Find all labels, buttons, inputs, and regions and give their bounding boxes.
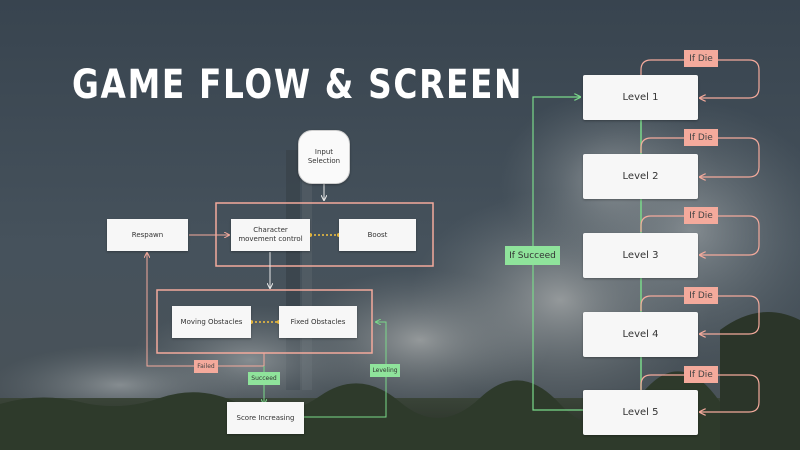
level-4-label: Level 4 (622, 329, 659, 340)
respawn-node: Respawn (107, 219, 188, 251)
if-die-tag-4: If Die (684, 287, 718, 304)
level-5-label: Level 5 (622, 407, 659, 418)
succeed-tag: Succeed (248, 372, 280, 385)
level-3-label: Level 3 (622, 250, 659, 261)
moving-obstacles-label: Moving Obstacles (180, 317, 243, 326)
page-title: GAME FLOW & SCREEN (72, 62, 524, 108)
input-selection-label: Input Selection (307, 148, 341, 165)
level-4-node: Level 4 (583, 312, 698, 357)
level-3-node: Level 3 (583, 233, 698, 278)
input-selection-node: Input Selection (298, 130, 350, 184)
fixed-obstacles-node: Fixed Obstacles (279, 306, 357, 338)
leveling-tag: Leveling (370, 364, 400, 377)
score-increasing-label: Score Increasing (236, 413, 295, 422)
level-2-label: Level 2 (622, 171, 659, 182)
score-increasing-node: Score Increasing (227, 402, 304, 434)
moving-obstacles-node: Moving Obstacles (172, 306, 251, 338)
boost-label: Boost (367, 230, 388, 239)
boost-node: Boost (339, 219, 416, 251)
fixed-obstacles-label: Fixed Obstacles (290, 317, 346, 326)
if-die-tag-5: If Die (684, 366, 718, 383)
failed-tag: Failed (194, 360, 218, 373)
character-movement-node: Character movement control (231, 219, 310, 251)
level-1-label: Level 1 (622, 92, 659, 103)
level-2-node: Level 2 (583, 154, 698, 199)
respawn-label: Respawn (131, 230, 164, 239)
if-die-tag-3: If Die (684, 207, 718, 224)
level-1-node: Level 1 (583, 75, 698, 120)
if-die-tag-1: If Die (684, 50, 718, 67)
if-succeed-tag: If Succeed (505, 246, 560, 265)
level-5-node: Level 5 (583, 390, 698, 435)
character-movement-label: Character movement control (238, 226, 303, 243)
if-die-tag-2: If Die (684, 129, 718, 146)
